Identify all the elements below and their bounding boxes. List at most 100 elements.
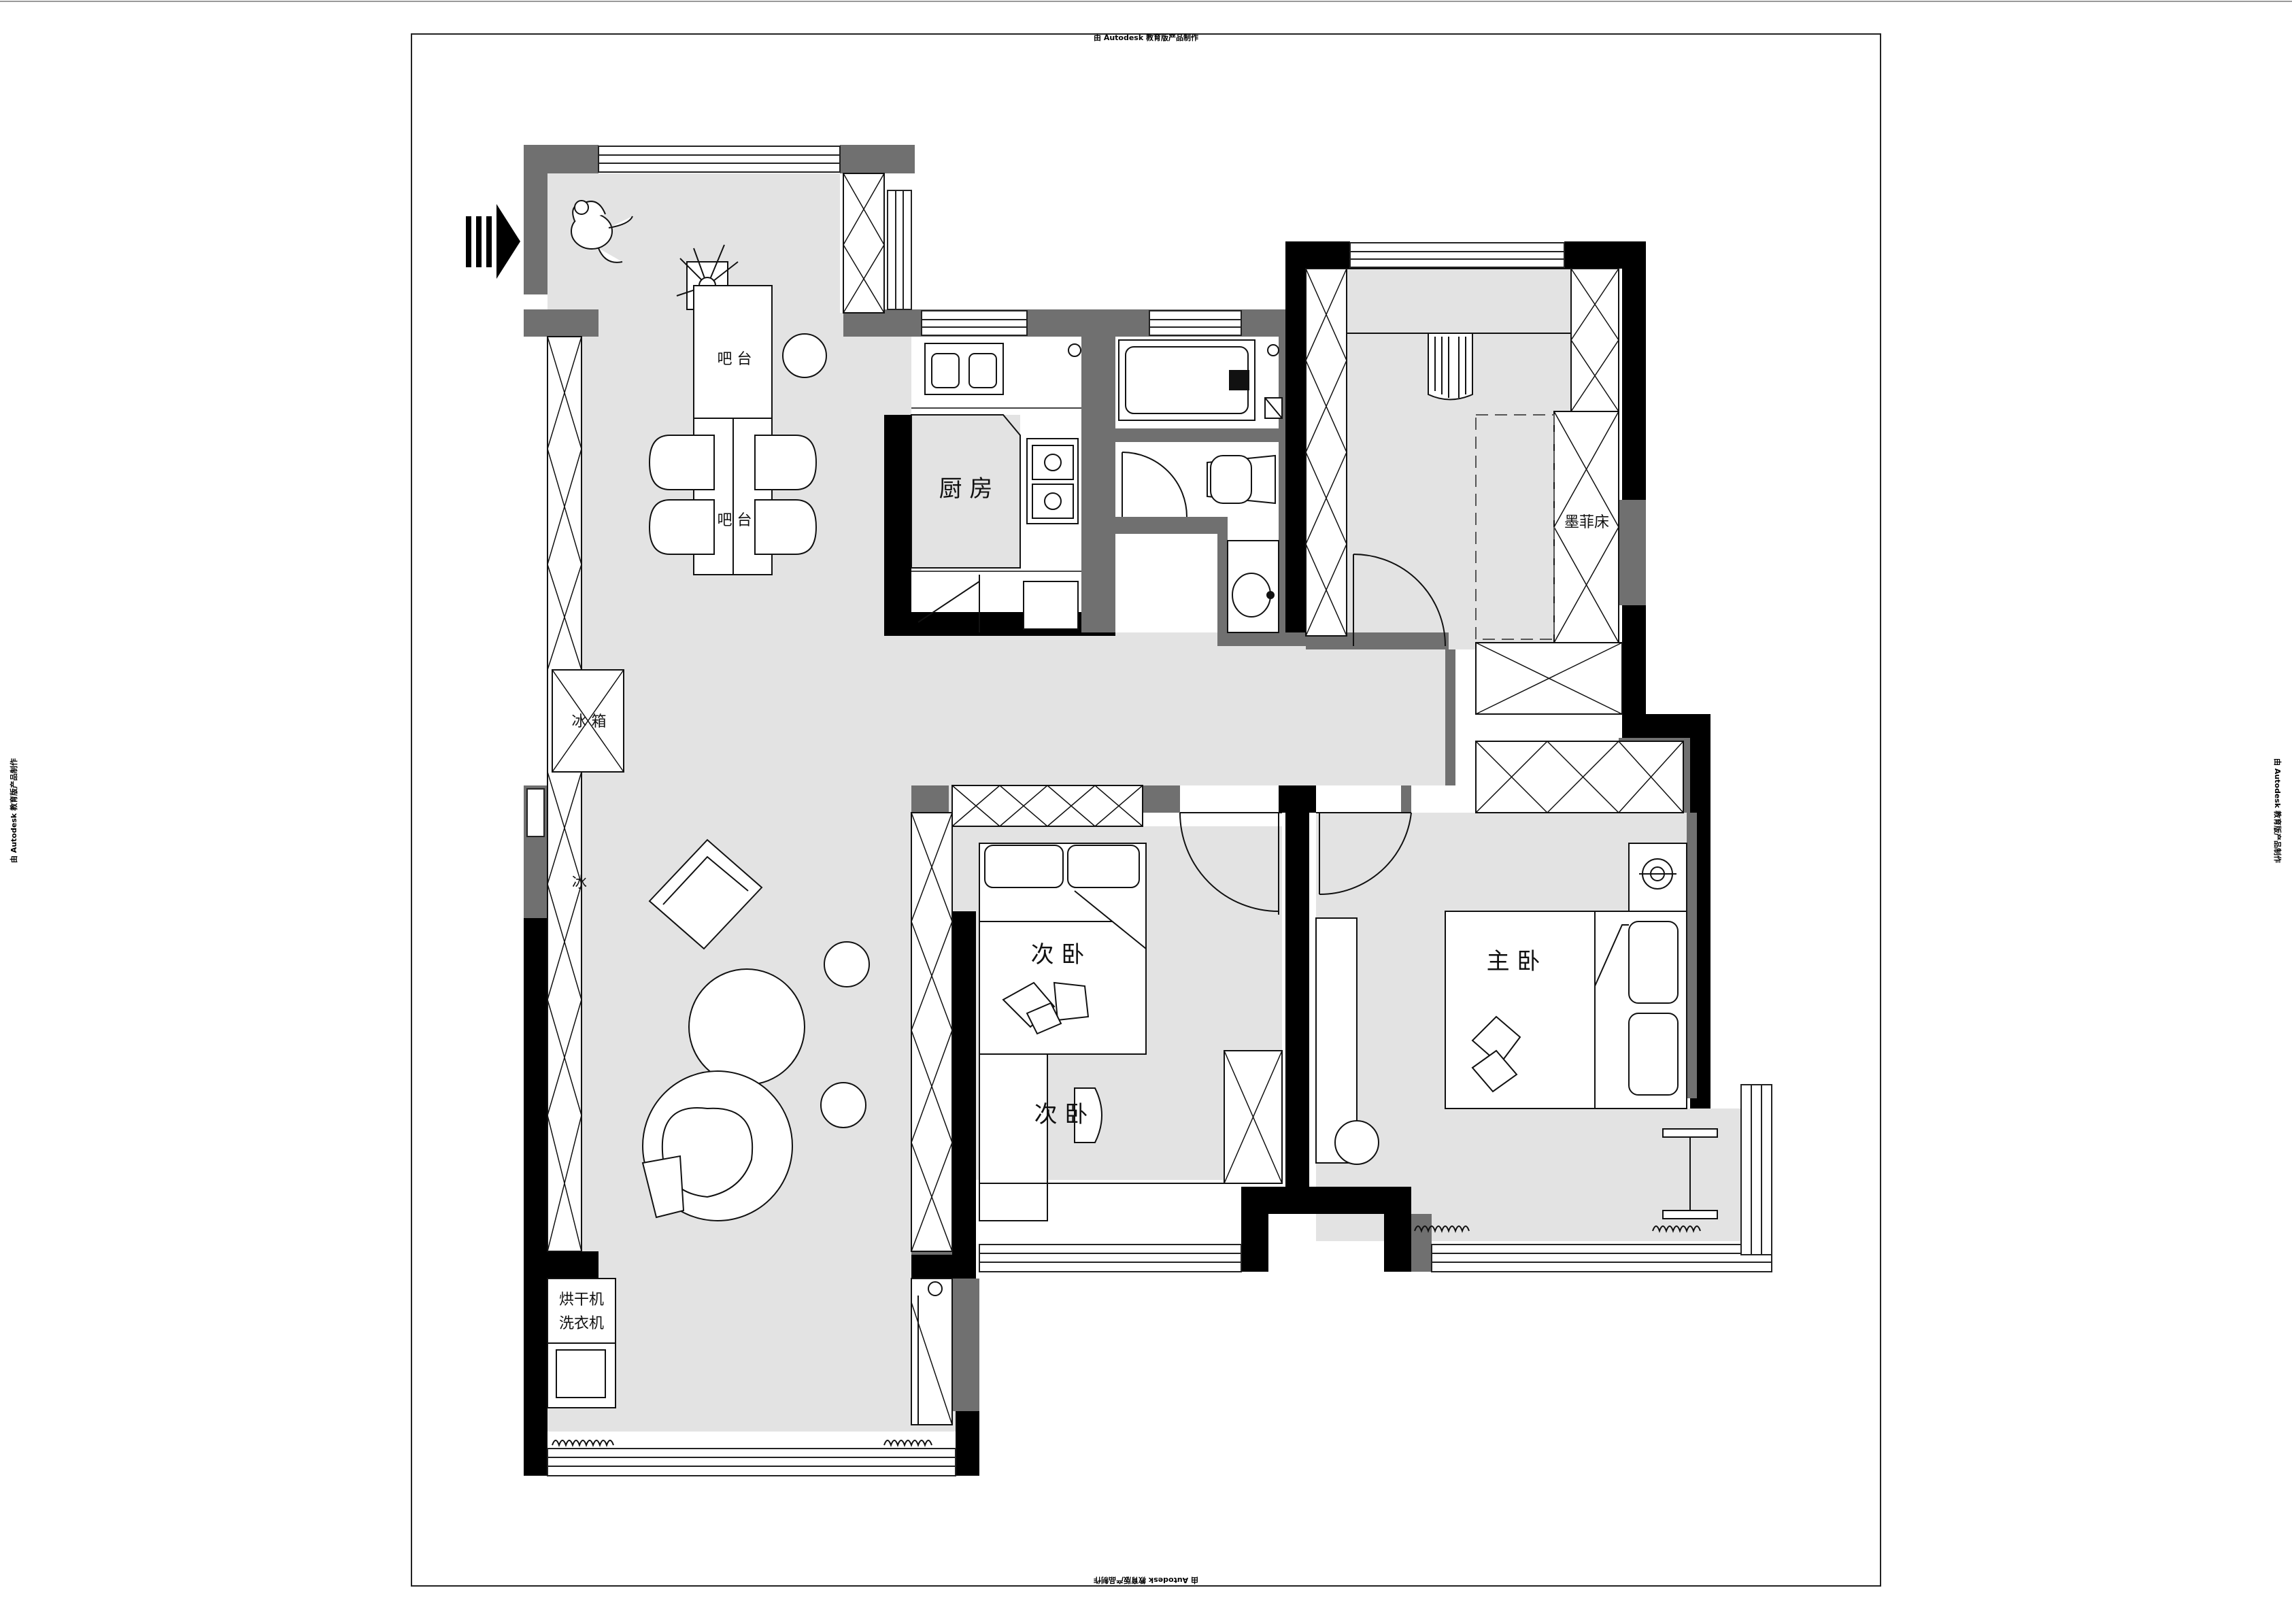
- label-murphy-bed: 墨菲床: [1564, 514, 1609, 531]
- label-master-bedroom: 主 卧: [1487, 948, 1540, 975]
- kitchen-island: [911, 414, 1021, 569]
- wall-second-mid: [1143, 785, 1180, 813]
- wardrobe-second-west: [911, 812, 953, 1252]
- wall-bath-mid: [1115, 428, 1285, 442]
- master-desk-top: [1662, 1128, 1718, 1138]
- wardrobe-study-top: [1346, 268, 1572, 334]
- master-bed-pillow-1: [1628, 921, 1679, 1004]
- bath-door: [1122, 452, 1187, 518]
- wall-kitchen-bath: [1081, 337, 1115, 632]
- wall-living-east: [952, 1279, 979, 1411]
- entrance-arrow-icon: [466, 204, 520, 279]
- master-stool: [1334, 1120, 1379, 1165]
- wardrobe-second-top: [951, 785, 1143, 827]
- wall-bath-east: [1279, 337, 1285, 636]
- radiators: [552, 1225, 1701, 1447]
- wall-study-window: [1619, 500, 1646, 605]
- label-fridge-small: 冰: [572, 875, 587, 892]
- study-fixtures: [1428, 333, 1473, 401]
- window-master-east: [1740, 1084, 1772, 1255]
- wall-kitchen-nw: [843, 313, 891, 337]
- label-fridge: 冰 箱: [572, 713, 607, 730]
- second-desk: [979, 1053, 1048, 1221]
- wardrobe-study-west: [1305, 268, 1347, 637]
- wall-living-west-lower: [524, 918, 547, 1476]
- study-door: [1353, 554, 1446, 647]
- cabinets: [547, 173, 1684, 1425]
- label-washer: 洗衣机: [559, 1315, 604, 1332]
- cabinet-entry-east: [843, 173, 885, 314]
- second-desk-chair: [1074, 1087, 1102, 1143]
- second-bed-pillow-2: [1067, 845, 1140, 888]
- window-living-north: [598, 146, 841, 173]
- second-bedroom-door: [1179, 812, 1282, 915]
- wall-study-nw: [1285, 241, 1350, 269]
- label-kitchen: 厨 房: [939, 475, 993, 503]
- bar-stool-round: [782, 333, 827, 378]
- wall-second-west: [952, 911, 976, 1258]
- walls-structural: [524, 241, 1710, 1476]
- living-east-door: [917, 1281, 943, 1425]
- laundry: [547, 1278, 616, 1408]
- wardrobe-study-ne: [1570, 268, 1619, 412]
- window-kitchen: [921, 310, 1028, 336]
- wall-second-nw: [911, 785, 949, 813]
- wall-bedroom-divider: [1285, 785, 1309, 1194]
- second-bedroom-furniture: [979, 843, 1282, 1221]
- murphy-bed-outline: [1475, 414, 1555, 640]
- side-table-1: [824, 941, 870, 987]
- wall-laundry-top: [524, 1251, 599, 1279]
- study-chair: [1428, 333, 1473, 401]
- window-study: [1349, 242, 1565, 268]
- kitchen-oven: [1023, 581, 1079, 630]
- side-table-2: [820, 1082, 866, 1128]
- bathroom-fixtures: [1118, 339, 1283, 633]
- floor-drain: [1229, 370, 1249, 390]
- wall-living-east-bottom: [956, 1408, 979, 1476]
- wall-study-west: [1285, 241, 1306, 643]
- wall-bay-top: [1241, 1187, 1411, 1214]
- wall-master-sw: [1411, 1214, 1432, 1272]
- window-living-south: [547, 1448, 956, 1476]
- stamp-left: 由 Autodesk 教育版产品制作: [9, 758, 18, 863]
- living-furniture: [641, 839, 870, 1221]
- master-bedroom-furniture: [1315, 843, 1718, 1219]
- stamp-right: 由 Autodesk 教育版产品制作: [2273, 758, 2282, 863]
- wall-bath-lower: [1115, 517, 1217, 534]
- windows: [526, 146, 1772, 1476]
- wall-wc-west: [1217, 517, 1228, 643]
- bar-stools: [648, 435, 818, 555]
- wall-bay-right: [1384, 1187, 1411, 1272]
- wall-ne-balcony: [840, 145, 915, 173]
- window-balcony-side: [887, 190, 912, 310]
- wall-second-sw: [911, 1251, 976, 1279]
- wall-kitchen-south: [884, 612, 1115, 636]
- coffee-table: [688, 968, 805, 1085]
- second-bed-pillow-1: [984, 845, 1064, 888]
- wall-entrance-step: [547, 309, 599, 337]
- label-second-bedroom: 次 卧: [1031, 941, 1085, 968]
- drawing-frame: [411, 33, 1881, 1587]
- master-bedroom-door: [1316, 812, 1412, 896]
- cabinet-living-west: [547, 336, 582, 1252]
- window-west-small: [526, 788, 545, 837]
- master-bed-pillow-2: [1628, 1013, 1679, 1096]
- stamp-bottom: 由 Autodesk 教育版产品制作: [1094, 1576, 1198, 1585]
- label-dryer: 烘干机: [559, 1291, 604, 1308]
- wall-master-east-inner: [1687, 813, 1697, 1098]
- stamp-top: 由 Autodesk 教育版产品制作: [1094, 33, 1198, 42]
- wardrobe-master: [1475, 741, 1684, 813]
- wall-kitchen-west: [884, 415, 911, 632]
- wall-corridor-east: [1445, 649, 1455, 785]
- wall-entrance-low: [524, 309, 547, 337]
- wall-entrance-side: [524, 145, 547, 294]
- window-second-bedroom: [979, 1244, 1242, 1272]
- label-bar-bottom: 吧 台: [718, 512, 752, 529]
- person-figure-icon: [571, 200, 633, 263]
- wall-bay-left: [1241, 1187, 1268, 1272]
- washer-door: [556, 1349, 606, 1398]
- cabinet-x-marks: [547, 173, 1684, 1425]
- window-master-bedroom: [1431, 1244, 1772, 1272]
